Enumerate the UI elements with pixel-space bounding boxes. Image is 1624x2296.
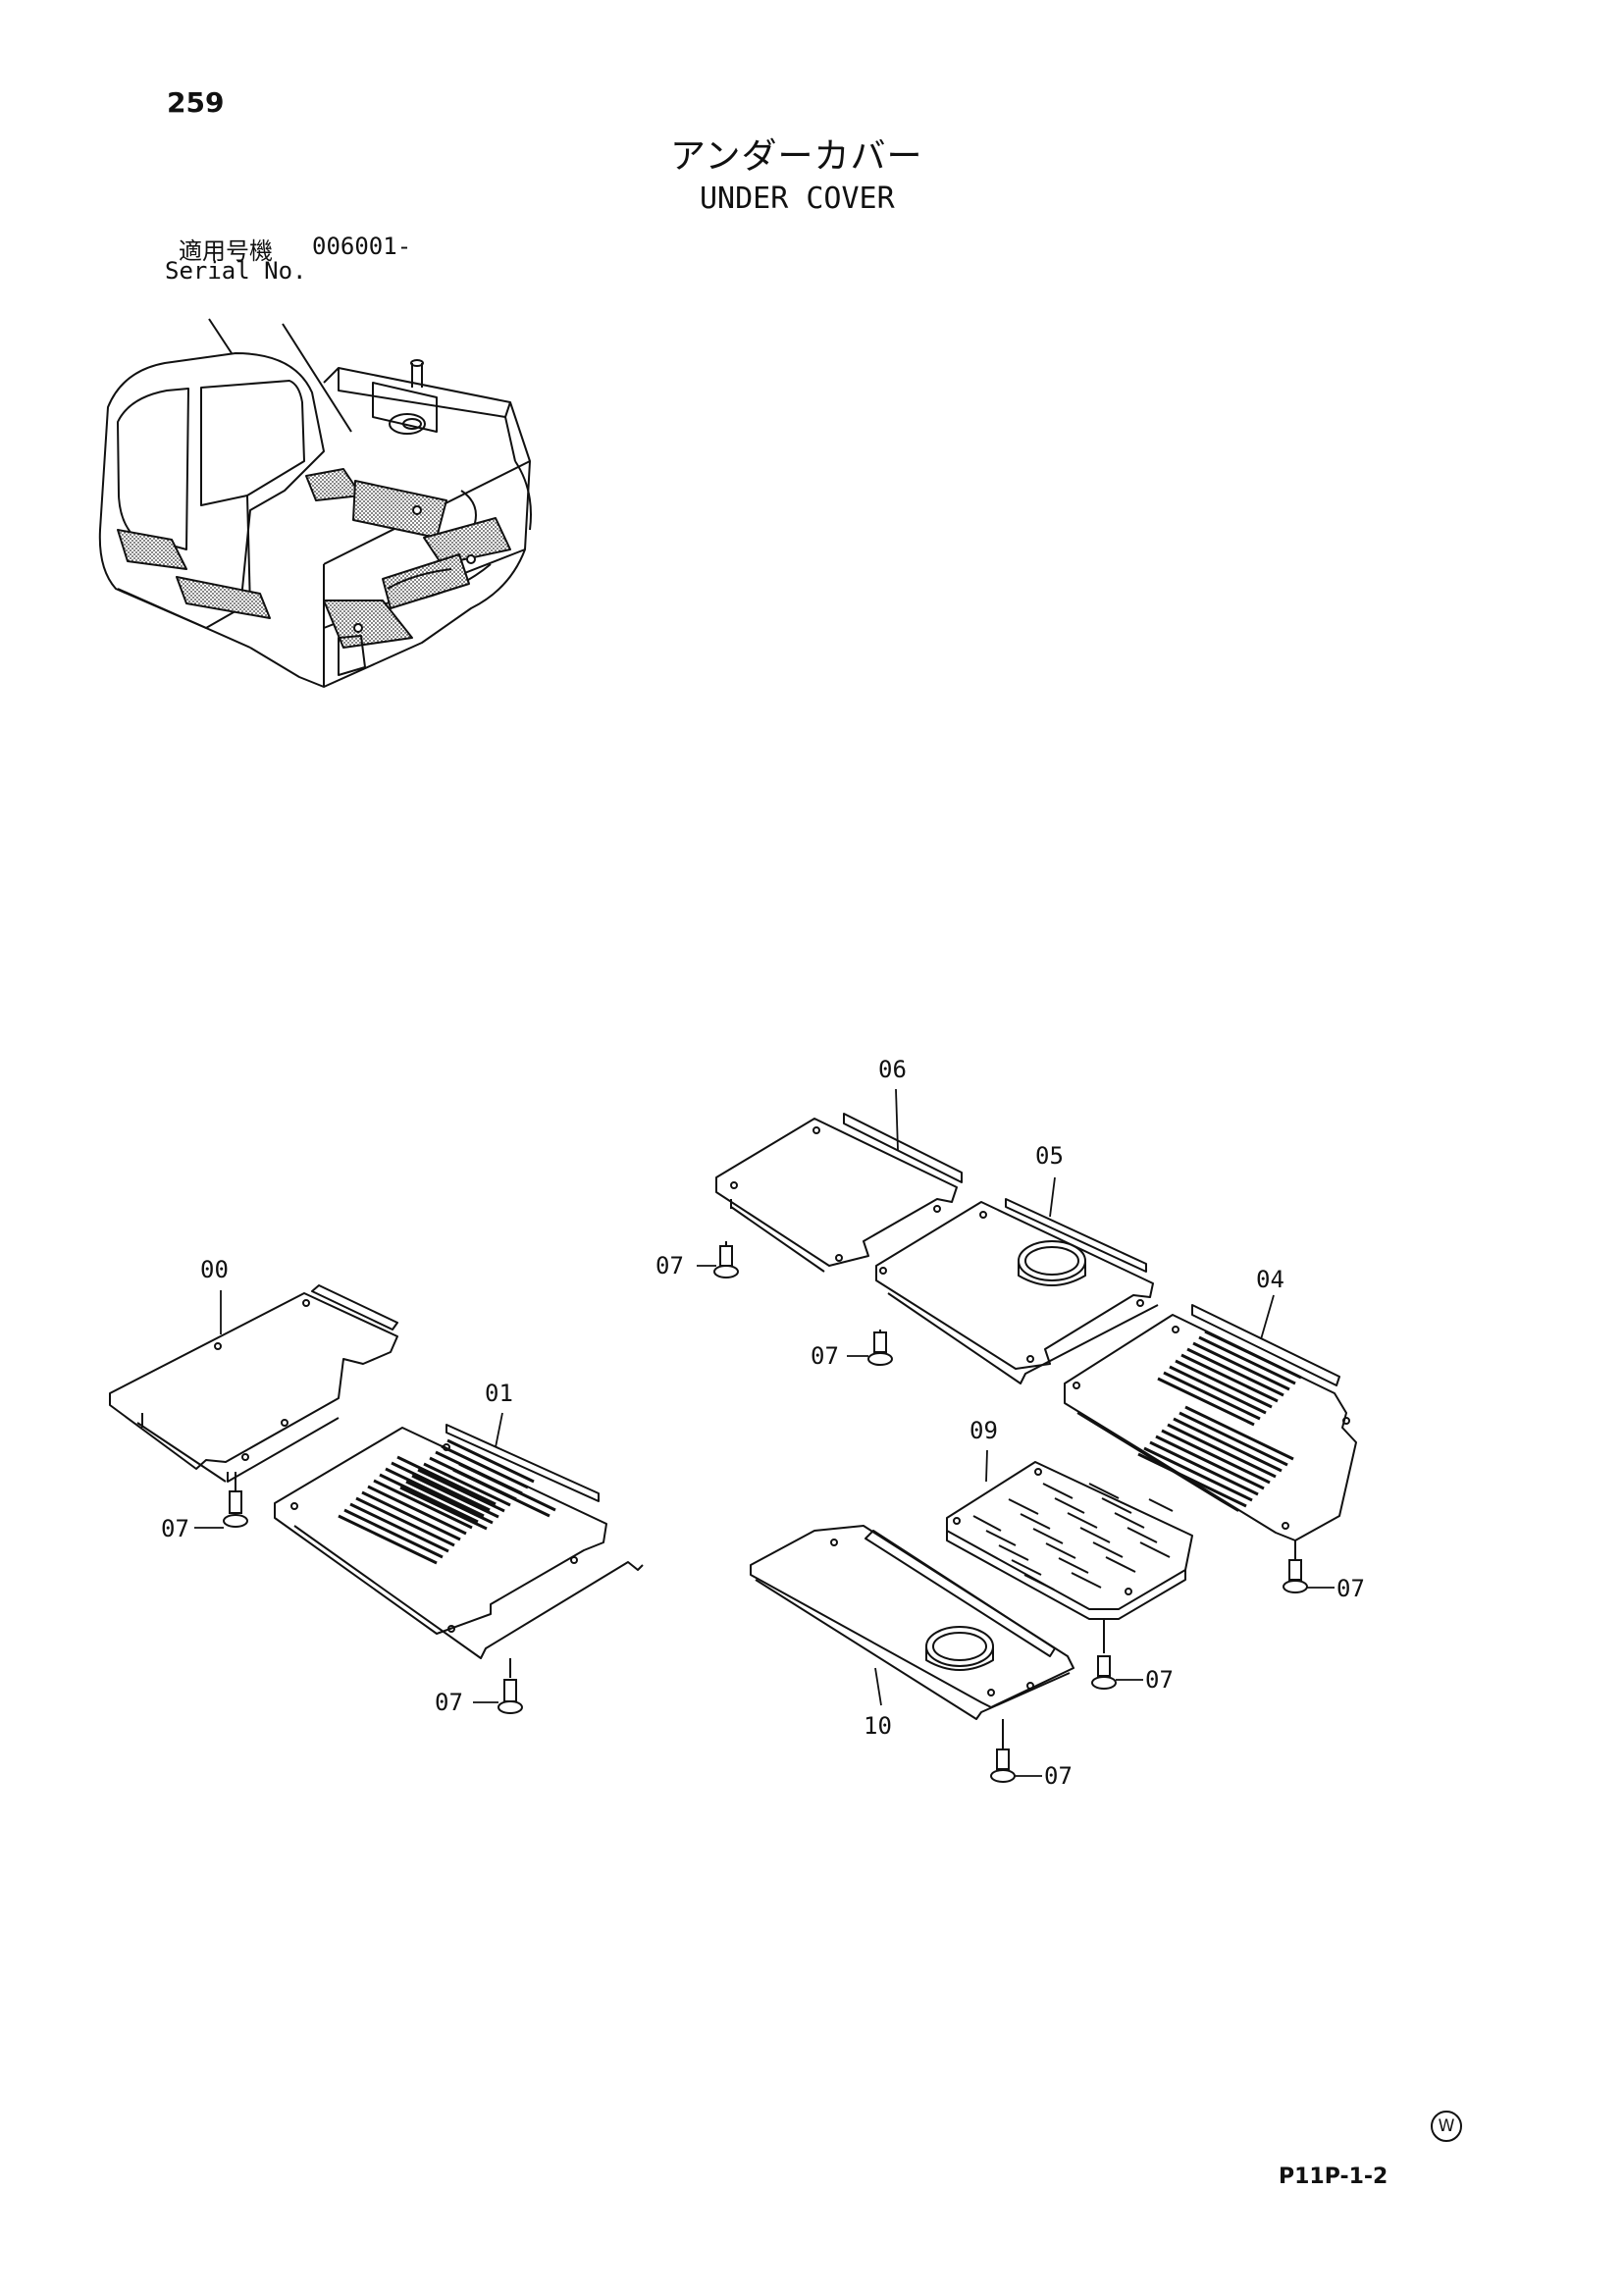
bolt-b xyxy=(867,1330,893,1366)
callout-07-b: 07 xyxy=(811,1342,839,1370)
page-number: 259 xyxy=(167,86,225,119)
bolt-g xyxy=(990,1719,1016,1783)
title-english: UNDER COVER xyxy=(700,182,895,216)
callout-05: 05 xyxy=(1035,1142,1064,1170)
callout-04: 04 xyxy=(1256,1266,1284,1293)
panel-05 xyxy=(875,1198,1159,1384)
bolt-d xyxy=(498,1658,523,1714)
callout-09: 09 xyxy=(969,1417,998,1444)
bolt-c xyxy=(223,1472,248,1528)
panel-10 xyxy=(750,1525,1074,1720)
callout-07-g: 07 xyxy=(1044,1762,1073,1790)
serial-label-japanese: 適用号機 xyxy=(179,237,273,265)
callout-07-a: 07 xyxy=(655,1252,684,1279)
callout-07-f: 07 xyxy=(1145,1666,1174,1694)
callout-06: 06 xyxy=(878,1056,907,1083)
w-mark-symbol: W xyxy=(1431,2111,1462,2142)
footer-code: P11P-1-2 xyxy=(1279,2165,1388,2189)
panel-04 xyxy=(1064,1304,1357,1541)
serial-value: 006001- xyxy=(312,233,412,260)
callout-00: 00 xyxy=(200,1256,229,1283)
bolt-e xyxy=(1283,1540,1308,1593)
callout-07-c: 07 xyxy=(161,1515,189,1542)
panel-06 xyxy=(715,1113,963,1273)
bolt-f xyxy=(1091,1619,1117,1690)
panel-00 xyxy=(109,1284,398,1483)
machine-overview xyxy=(98,318,532,688)
serial-label-english: Serial No. xyxy=(165,257,307,285)
callout-01: 01 xyxy=(485,1380,513,1407)
bolt-a xyxy=(713,1241,739,1278)
title-japanese: アンダーカバー xyxy=(670,136,923,177)
callout-07-d: 07 xyxy=(435,1689,463,1716)
callout-10: 10 xyxy=(864,1712,892,1740)
panel-09 xyxy=(946,1461,1193,1620)
callout-07-e: 07 xyxy=(1336,1575,1365,1602)
leader-lines xyxy=(194,1088,1335,1777)
panel-01 xyxy=(274,1424,644,1659)
callout-labels: 00 01 04 05 06 09 10 07 07 07 07 07 07 0… xyxy=(161,1056,1365,1790)
bolts xyxy=(223,1241,1308,1783)
